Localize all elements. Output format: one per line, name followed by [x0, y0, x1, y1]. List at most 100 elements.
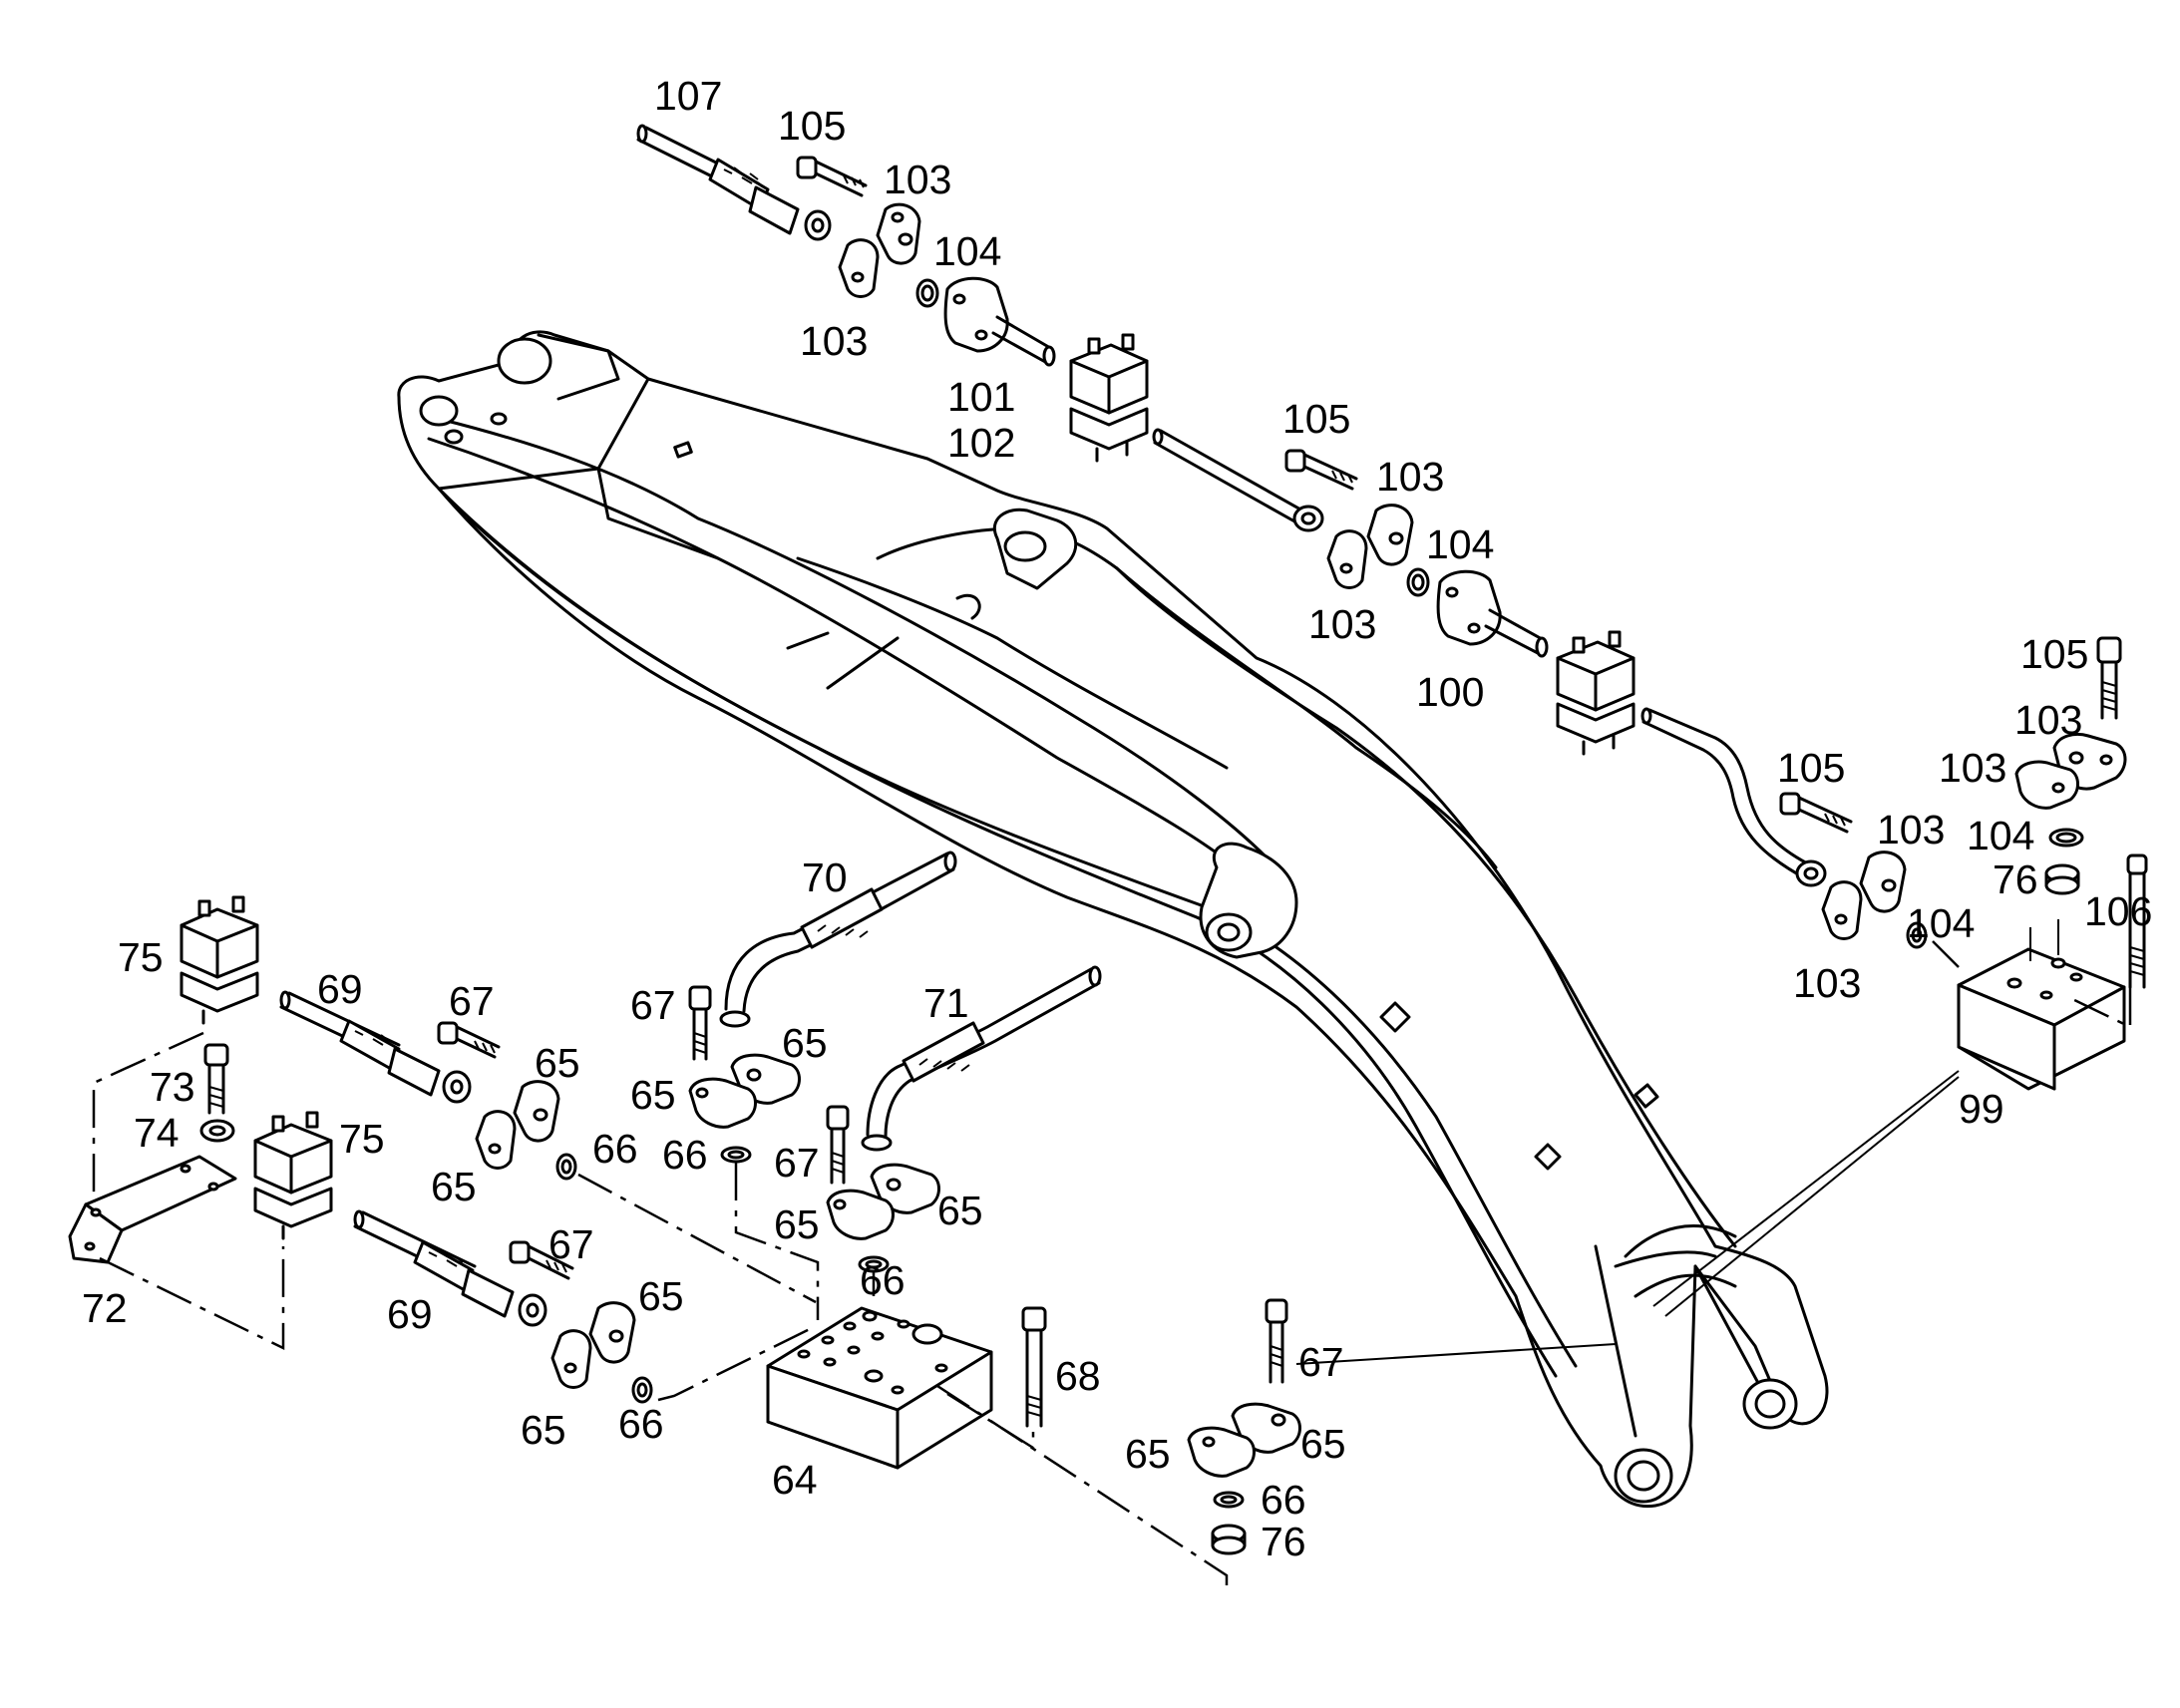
callout-104: 104 — [1967, 813, 2034, 858]
flange-half-65-b — [688, 1077, 757, 1129]
callout-103: 103 — [1877, 807, 1945, 853]
callout-65: 65 — [782, 1020, 828, 1066]
callout-76: 76 — [1993, 856, 2038, 902]
clamp-block-b — [1556, 630, 1635, 756]
hose-69-b — [353, 1209, 547, 1327]
oring-104-d — [2048, 828, 2084, 848]
bolt-106 — [2126, 854, 2148, 989]
callout-103: 103 — [884, 157, 951, 202]
bracket-plate-72 — [68, 1155, 237, 1264]
callout-73: 73 — [150, 1064, 195, 1110]
callout-65: 65 — [521, 1407, 566, 1453]
callout-66: 66 — [860, 1257, 906, 1303]
bolt-67-c — [437, 1021, 501, 1059]
oring-104-b — [1406, 567, 1430, 597]
callout-104: 104 — [933, 228, 1001, 274]
bolt-105-c — [1779, 792, 1853, 834]
flange-half-65-e — [513, 1080, 560, 1143]
flange-half-65-j — [1187, 1426, 1256, 1478]
callout-75: 75 — [118, 934, 164, 980]
callout-67: 67 — [774, 1140, 820, 1186]
callout-103: 103 — [1793, 960, 1861, 1006]
assembly-centerlines — [92, 940, 2132, 1585]
oring-104-c — [1906, 921, 1928, 949]
washer-74 — [199, 1119, 235, 1143]
callout-106: 106 — [2084, 888, 2152, 934]
flange-half-103-d — [1326, 529, 1368, 589]
callout-104: 104 — [1907, 900, 1975, 946]
callout-65: 65 — [535, 1040, 580, 1086]
flange-half-103-e — [1859, 851, 1907, 913]
flange-half-65-g — [588, 1301, 636, 1364]
flange-half-65-f — [475, 1110, 517, 1170]
callout-65: 65 — [1300, 1421, 1346, 1467]
clamp-block-75-a — [180, 895, 259, 1025]
callout-100: 100 — [1416, 669, 1484, 715]
bolt-105-b — [1284, 449, 1358, 491]
oring-104-a — [915, 278, 939, 308]
flange-half-103-b — [838, 238, 880, 298]
flange-fitting-101-102 — [943, 276, 1056, 367]
plug-76-a — [2044, 863, 2080, 895]
flange-half-65-d — [826, 1189, 895, 1240]
callout-107: 107 — [654, 73, 722, 119]
callout-76: 76 — [1261, 1519, 1306, 1564]
leader-99 — [1652, 1070, 1960, 1307]
callout-67: 67 — [1298, 1339, 1344, 1385]
callout-103: 103 — [800, 318, 868, 364]
callout-71: 71 — [923, 980, 969, 1026]
plug-76-b — [1211, 1524, 1247, 1555]
callout-67: 67 — [630, 982, 676, 1028]
callout-65: 65 — [1125, 1431, 1171, 1477]
callout-74: 74 — [134, 1110, 180, 1156]
bolt-68 — [1021, 1306, 1047, 1428]
callout-65: 65 — [937, 1188, 983, 1233]
flange-half-65-h — [550, 1329, 592, 1389]
oring-66-a — [720, 1146, 752, 1164]
excavator-arm-body — [397, 330, 1829, 1509]
callout-101: 101 — [947, 374, 1015, 420]
callout-66: 66 — [1261, 1477, 1306, 1523]
callout-65: 65 — [774, 1201, 820, 1247]
flange-fitting-100 — [1436, 569, 1549, 658]
callout-64: 64 — [772, 1457, 818, 1503]
clamp-block-75-b — [253, 1111, 333, 1240]
callout-66: 66 — [662, 1132, 708, 1178]
valve-block-64 — [766, 1306, 993, 1470]
oring-66-e — [1213, 1491, 1245, 1509]
callout-105: 105 — [1777, 745, 1845, 791]
hose-70 — [719, 851, 957, 1028]
flange-half-103-c — [1366, 504, 1414, 566]
callout-103: 103 — [1376, 454, 1444, 500]
callout-65: 65 — [638, 1273, 684, 1319]
leader-99b — [1664, 1076, 1960, 1317]
callout-103: 103 — [1308, 601, 1376, 647]
hose-107-assembly — [636, 124, 832, 241]
callout-67: 67 — [548, 1221, 594, 1267]
bolt-105-a — [796, 156, 868, 197]
callout-68: 68 — [1055, 1353, 1101, 1399]
callout-70: 70 — [802, 854, 848, 900]
bolt-105-d — [2096, 636, 2122, 720]
flange-half-103-a — [876, 202, 921, 265]
flange-half-103-f — [1821, 880, 1863, 940]
flange-half-103-h — [2014, 760, 2079, 810]
callout-labels: 107 105 103 104 103 101 102 105 103 104 … — [82, 73, 2152, 1564]
callout-105: 105 — [2020, 631, 2088, 677]
callout-65: 65 — [431, 1164, 477, 1209]
callout-66: 66 — [618, 1401, 664, 1447]
oring-66-b — [858, 1255, 890, 1273]
leader-67e — [1295, 1343, 1617, 1365]
bolt-67-e — [1265, 1298, 1288, 1384]
oring-66-c — [555, 1153, 577, 1181]
callout-72: 72 — [82, 1285, 128, 1331]
bent-tube — [1640, 707, 1827, 887]
valve-block-99 — [1957, 919, 2126, 1091]
callout-66: 66 — [592, 1126, 638, 1172]
callout-105: 105 — [1282, 396, 1350, 442]
callout-103: 103 — [2014, 697, 2082, 743]
bolt-67-b — [826, 1105, 850, 1185]
clamp-block-a — [1069, 333, 1149, 463]
